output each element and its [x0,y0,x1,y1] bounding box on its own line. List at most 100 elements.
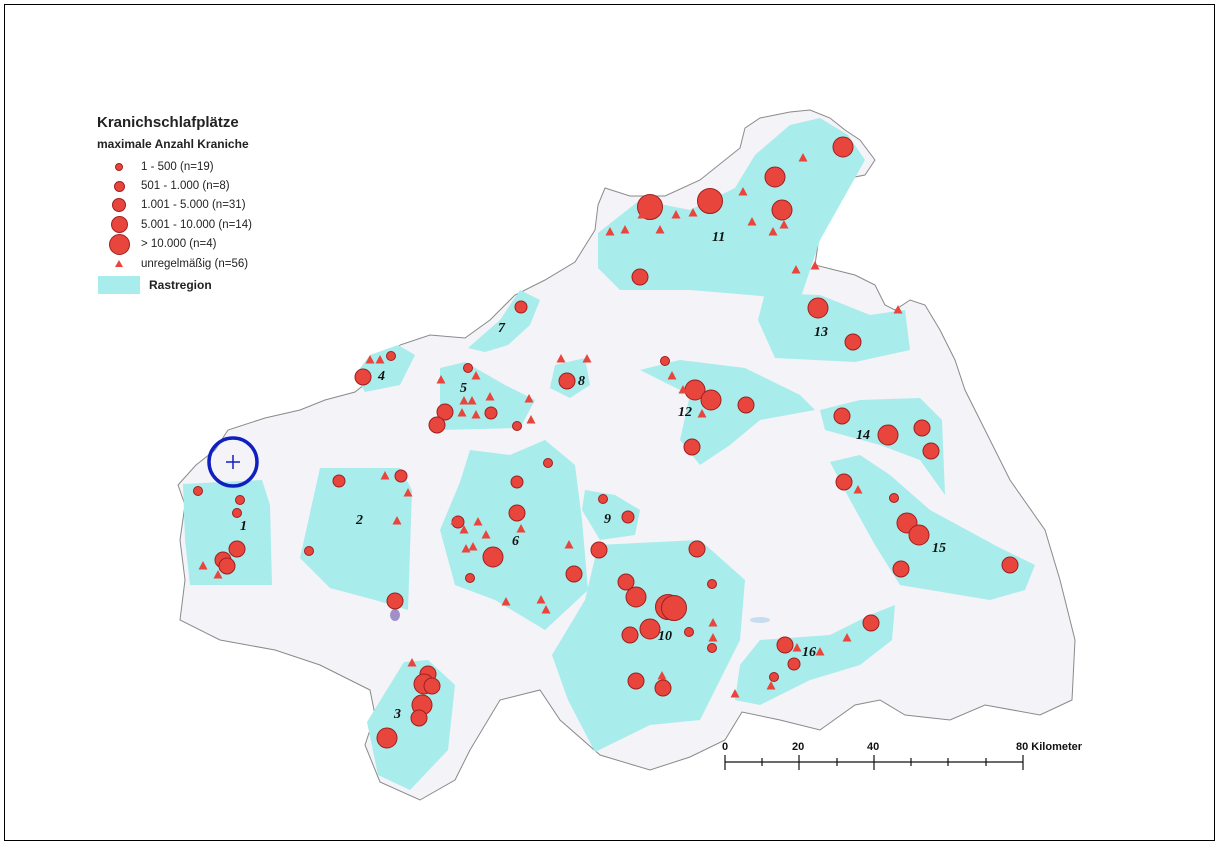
roost-site-marker [660,356,670,366]
legend-circle-icon [115,162,123,171]
irregular-roost-marker [564,540,574,549]
legend-row: 1 - 500 (n=19) [97,157,252,176]
roost-site-marker [508,504,526,522]
irregular-roost-marker [467,396,477,405]
irregular-roost-marker [671,210,681,219]
irregular-roost-marker [657,671,667,680]
irregular-roost-marker [791,265,801,274]
region-label-11: 11 [712,230,725,245]
roost-site-marker [436,403,454,421]
rest-region-2 [300,468,412,610]
legend-circle-icon [108,233,130,255]
irregular-roost-marker [798,153,808,162]
rest-region-15 [830,455,1035,600]
irregular-roost-marker [779,220,789,229]
irregular-roost-marker [708,633,718,642]
roost-site-marker [688,540,706,558]
irregular-roost-marker [450,516,460,525]
roost-site-marker [832,136,854,158]
irregular-roost-marker [667,371,677,380]
rest-region-6 [440,440,588,630]
irregular-roost-marker [536,595,546,604]
roost-site-marker [892,560,910,578]
roost-site-marker [512,421,522,431]
roost-site-marker [877,424,899,446]
roost-site-marker [862,614,880,632]
roost-site-marker [771,199,793,221]
scale-tick-80: 80 Kilometer [1016,741,1083,753]
irregular-roost-marker [436,375,446,384]
scale-tick-0: 0 [722,741,728,753]
roost-site-marker [514,300,528,314]
irregular-roost-marker [501,597,511,606]
roost-site-marker [707,643,717,653]
irregular-roost-marker [605,227,615,236]
region-label-3: 3 [393,707,401,722]
roost-site-marker [558,372,576,390]
roost-sites [193,136,1019,749]
rest-region-14 [820,398,945,495]
roost-site-marker [598,494,608,504]
region-label-7: 7 [498,321,506,336]
roost-site-marker [764,166,786,188]
roost-site-marker [386,351,396,361]
legend-row: 501 - 1.000 (n=8) [97,176,252,195]
roost-site-marker [661,595,687,621]
roost-site-marker [776,636,794,654]
region-label-8: 8 [578,374,585,389]
region-labels: 1 2 3 4 5 6 7 8 9 10 11 12 13 14 15 16 [240,230,946,722]
irregular-roost-marker [459,396,469,405]
legend-rastregion-swatch [98,276,140,295]
roost-site-marker [844,333,862,351]
roost-site-marker [737,396,755,414]
roost-site-marker [769,672,779,682]
irregular-roost-marker [471,371,481,380]
roost-site-marker [332,474,346,488]
irregular-roost-marker [516,524,526,533]
rest-region-10 [552,540,745,752]
rest-region-13 [758,293,910,362]
region-label-5: 5 [460,381,467,396]
scale-tick-40: 40 [867,741,879,753]
location-marker-icon[interactable] [207,436,259,488]
region-label-15: 15 [932,541,946,556]
irregular-roost-marker [766,681,776,690]
irregular-roost-marker [471,410,481,419]
roost-site-marker [484,406,498,420]
roost-site-marker [617,573,635,591]
legend-subtitle: maximale Anzahl Kraniche [97,137,249,151]
roost-site-marker [304,546,314,556]
legend-label: Rastregion [149,278,212,293]
roost-site-marker [697,188,723,214]
roost-site-marker [637,194,663,220]
rest-region-9 [582,490,640,540]
irregular-roost-marker [655,225,665,234]
irregular-roost-marker [815,647,825,656]
irregular-roost-marker [893,305,903,314]
irregular-roost-marker [697,409,707,418]
legend-label: 501 - 1.000 (n=8) [141,180,230,193]
irregular-roost-marker [842,633,852,642]
roost-site-marker [482,546,504,568]
irregular-roost-marker [810,261,820,270]
irregular-roost-marker [468,542,478,551]
region-label-9: 9 [604,512,611,527]
roost-site-marker [889,493,899,503]
irregular-roost-marker [526,415,536,424]
roost-site-marker [833,407,851,425]
legend-label: > 10.000 (n=4) [141,238,217,251]
irregular-roost-marker [792,643,802,652]
roost-site-marker [627,672,645,690]
rest-region-1 [183,480,272,585]
legend-row: Rastregion [97,273,252,297]
legend-circle-icon [110,216,128,234]
roost-site-marker [621,626,639,644]
legend-row: 5.001 - 10.000 (n=14) [97,215,252,234]
irregular-roost-marker [747,217,757,226]
region-label-6: 6 [512,534,519,549]
roost-site-marker [423,677,441,695]
irregular-roost-marker [380,471,390,480]
region-label-16: 16 [802,645,816,660]
roost-site-marker [386,592,404,610]
roost-site-marker [232,508,242,518]
